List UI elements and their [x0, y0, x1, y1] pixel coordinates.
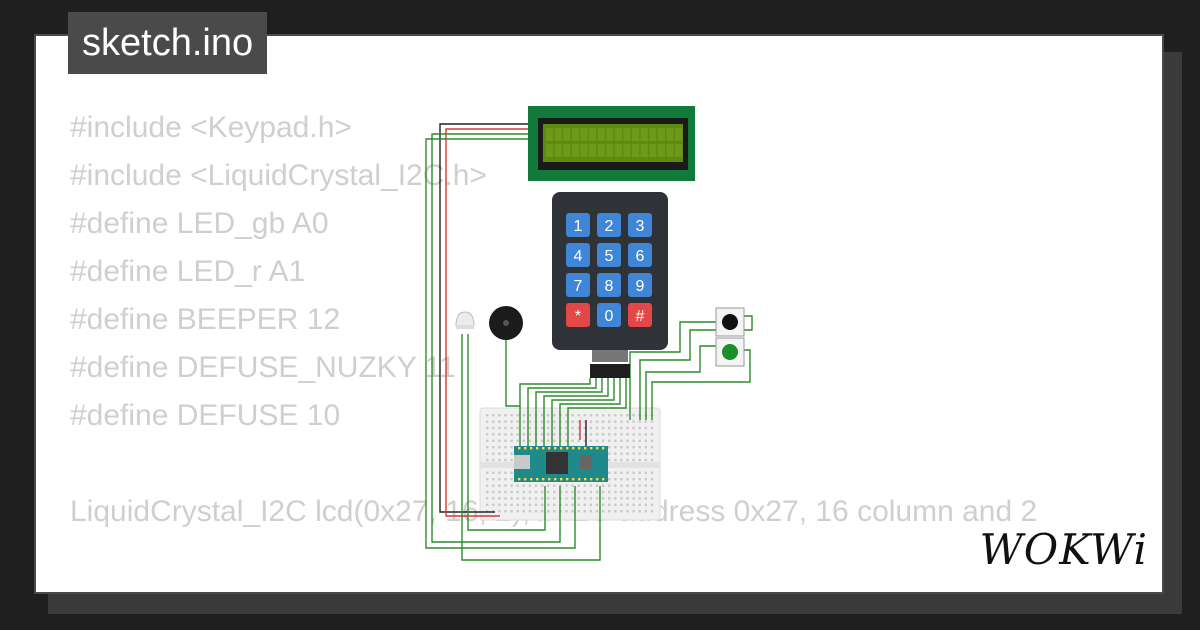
keypad-key [566, 213, 590, 237]
wire [567, 378, 627, 448]
buzzer [489, 306, 523, 340]
keypad-key [566, 303, 590, 327]
lcd-display [528, 106, 695, 181]
keypad-key [597, 273, 621, 297]
keypad-key [566, 273, 590, 297]
wire [535, 378, 603, 448]
keypad-key-label: 0 [605, 308, 614, 325]
wire [505, 340, 520, 407]
arduino-nano [514, 446, 608, 482]
wire [445, 128, 530, 517]
keypad: 1 2 3 4 5 6 7 8 9 * 0 # [552, 192, 668, 378]
pushbutton-black [715, 307, 745, 337]
keypad-key [628, 273, 652, 297]
keypad-key-label: 9 [636, 278, 645, 295]
code-preview: #include <Keypad.h> #include <LiquidCrys… [70, 104, 1037, 592]
keypad-key-label: 2 [605, 218, 614, 235]
wire [431, 133, 561, 543]
wire [425, 138, 576, 549]
keypad-key-label: 4 [574, 248, 583, 265]
wire [559, 378, 621, 448]
code-line: #include <Keypad.h> [70, 111, 352, 144]
keypad-key-label: 7 [574, 278, 583, 295]
wire [551, 378, 615, 448]
code-line: #define DEFUSE_NUZKY 11 [70, 351, 456, 384]
wire [467, 334, 546, 531]
code-line: #define BEEPER 12 [70, 303, 341, 336]
code-line: const byte ROWS = 4; [70, 584, 1037, 592]
rgb-led [455, 311, 475, 329]
keypad-key [597, 243, 621, 267]
wire [651, 349, 751, 420]
keypad-key [628, 243, 652, 267]
keypad-key [597, 303, 621, 327]
keypad-key-label: 6 [636, 248, 645, 265]
keypad-key [597, 213, 621, 237]
wire [645, 345, 716, 420]
pushbutton-green [715, 337, 745, 367]
file-tab[interactable]: sketch.ino [68, 12, 268, 74]
keypad-key-label: * [575, 308, 581, 325]
wire [461, 334, 601, 561]
keypad-key-label: 1 [574, 218, 583, 235]
wires [425, 123, 753, 561]
keypad-key-label: # [636, 308, 645, 325]
code-line: #define DEFUSE 10 [70, 399, 341, 432]
keypad-key-label: 3 [636, 218, 645, 235]
code-line: #define LED_gb A0 [70, 207, 329, 240]
keypad-key-label: 5 [605, 248, 614, 265]
keypad-key [566, 243, 590, 267]
wire [543, 378, 609, 448]
keypad-key [628, 303, 652, 327]
code-line: #define LED_r A1 [70, 255, 306, 288]
keypad-key [628, 213, 652, 237]
wire [639, 315, 753, 420]
code-line: #include <LiquidCrystal_I2C.h> [70, 159, 487, 192]
keypad-key-label: 8 [605, 278, 614, 295]
wire [527, 378, 597, 448]
wire [519, 378, 591, 448]
wokwi-logo: WOKWi [979, 525, 1148, 574]
